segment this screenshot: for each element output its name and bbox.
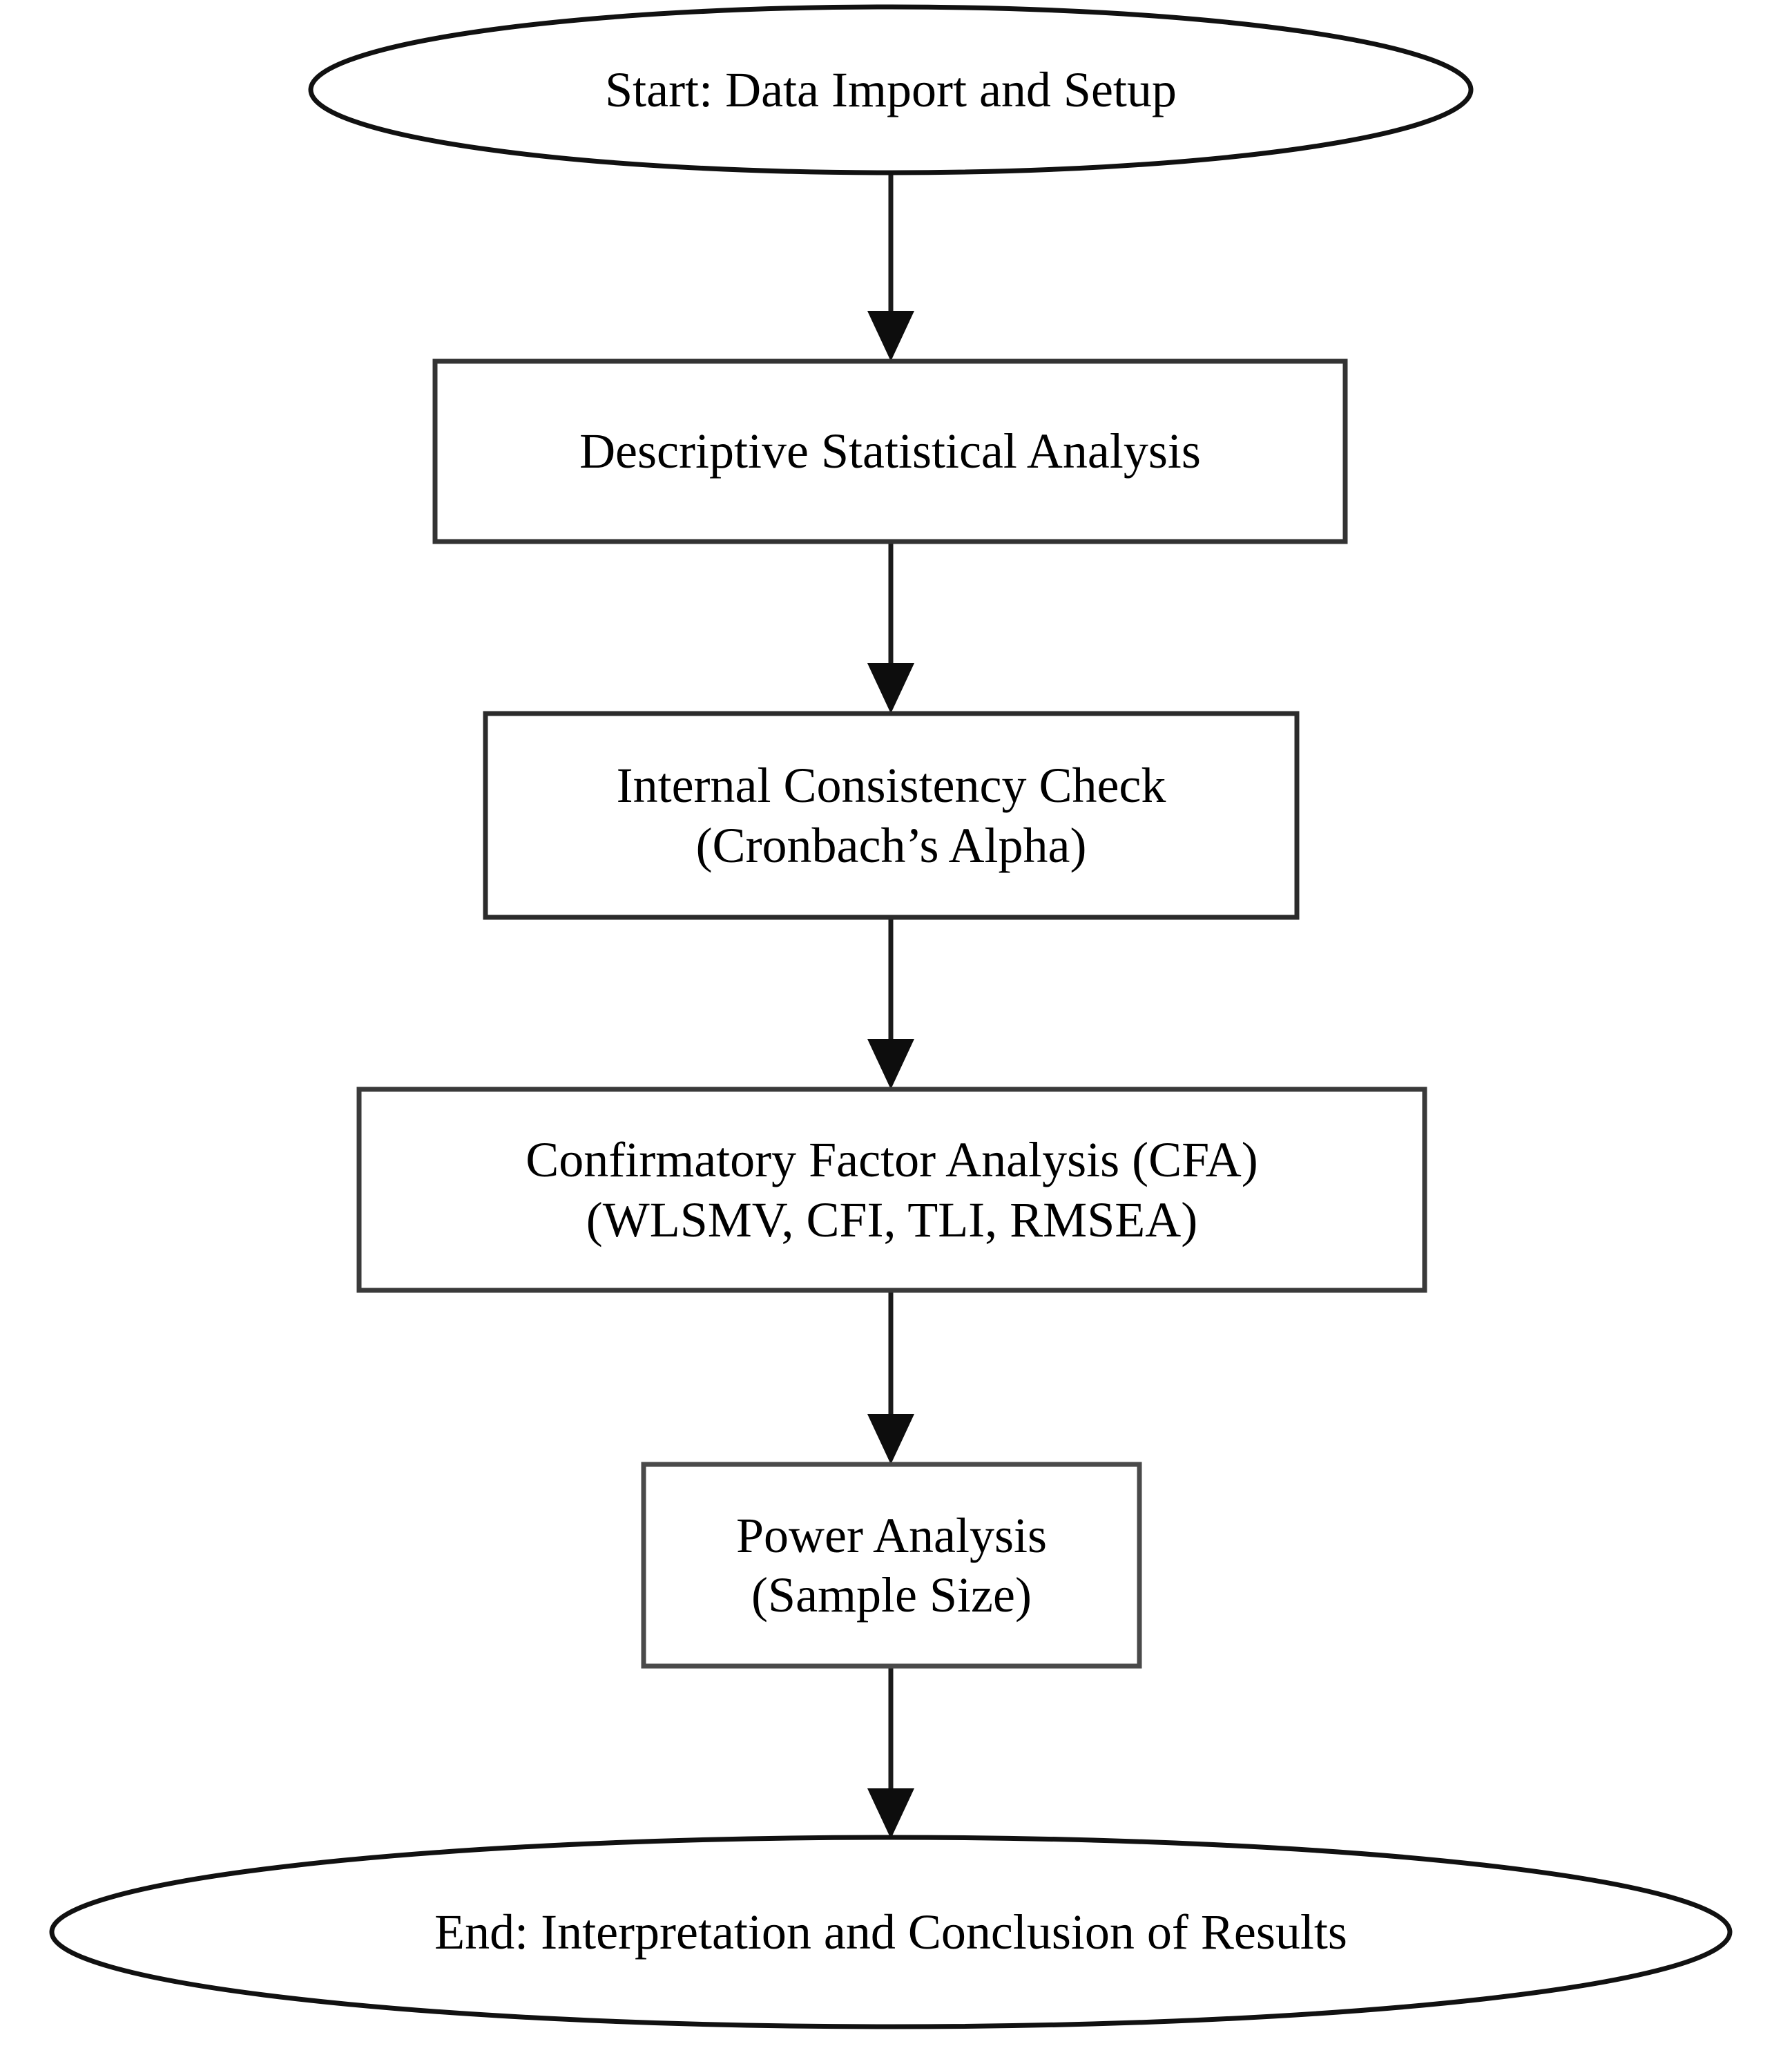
node-shape-group: [49, 4, 1733, 2029]
node-shape-descriptive[interactable]: [432, 358, 1348, 544]
edge-cfa-to-power: [867, 1290, 914, 1464]
arrowhead-icon: [867, 1788, 914, 1839]
node-shape-power[interactable]: [641, 1462, 1142, 1669]
edge-consistency-to-cfa: [867, 917, 914, 1089]
edge-power-to-end: [867, 1666, 914, 1839]
arrowhead-icon: [867, 1414, 914, 1464]
edge-start-to-descriptive: [867, 173, 914, 361]
node-shape-start[interactable]: [308, 4, 1474, 175]
arrowhead-icon: [867, 1039, 914, 1089]
node-shape-cfa[interactable]: [356, 1087, 1427, 1293]
node-shape-end[interactable]: [49, 1835, 1733, 2029]
arrowhead-icon: [867, 311, 914, 361]
node-shape-consistency[interactable]: [483, 711, 1300, 920]
arrowhead-icon: [867, 663, 914, 714]
edge-group: [867, 173, 914, 1839]
edge-descriptive-to-consistency: [867, 542, 914, 714]
